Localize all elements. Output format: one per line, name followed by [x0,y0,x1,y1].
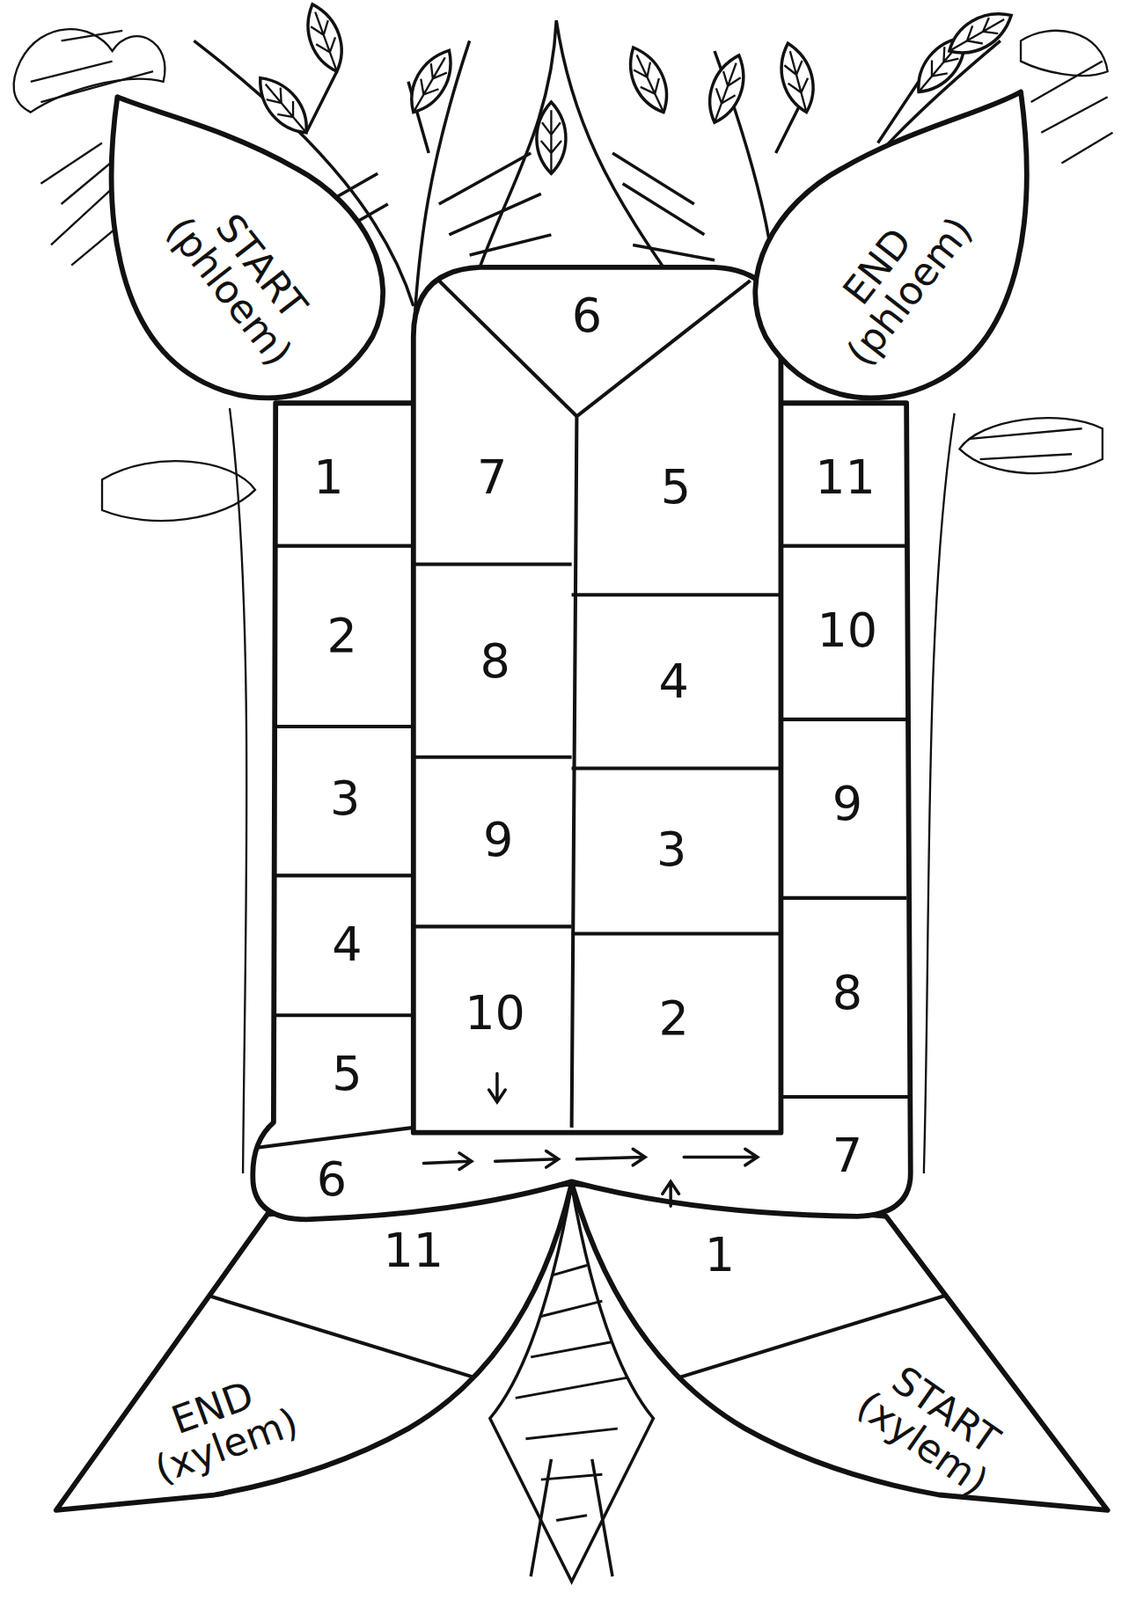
space-label: END (phloem) [806,184,979,374]
board-square: 6 [568,291,606,342]
square-number: 6 [313,1155,351,1206]
direction-arrows [423,1073,757,1207]
board-square: 1 [701,1231,739,1282]
square-number: 1 [701,1231,739,1282]
leaf-drawing [298,0,351,77]
leaf-space: END (xylem) [131,1363,307,1493]
board-square: 7 [828,1131,866,1182]
square-number: 10 [461,989,529,1040]
square-number: 3 [652,825,690,876]
square-number: 5 [657,462,695,514]
board-square: 5 [328,1049,366,1100]
square-number: 10 [813,606,881,657]
square-number: 8 [828,968,866,1020]
square-number: 3 [326,774,364,825]
board-square: 1 [310,453,348,504]
board-square: 2 [323,611,361,662]
square-number: 4 [328,920,366,971]
leaf-space: START (phloem) [156,182,333,376]
square-number: 5 [328,1049,366,1100]
board-square: 8 [828,968,866,1020]
square-number: 9 [828,779,866,830]
square-number: 2 [655,994,693,1045]
board-square: 4 [655,657,693,708]
square-number: 7 [473,453,511,504]
leaf-drawing [249,68,318,142]
board-square: 2 [655,994,693,1045]
board-square: 10 [461,989,529,1040]
leaf-drawing [400,43,462,120]
board-square: 6 [313,1155,351,1206]
square-number: 4 [655,657,693,708]
board-square: 11 [811,453,880,504]
leaf-drawing [773,39,821,117]
space-label: START (phloem) [159,184,331,374]
board-square: 11 [379,1226,448,1277]
board-square: 3 [652,825,690,876]
square-number: 2 [323,611,361,662]
leaf-drawing [620,41,677,119]
square-number: 11 [379,1226,448,1277]
leaf-space: START (xylem) [846,1349,1021,1506]
board-square: 4 [328,920,366,971]
square-number: 1 [310,453,348,504]
phloem-end-leaf [755,91,1027,398]
square-dividers [209,280,945,1379]
square-number: 7 [828,1131,866,1182]
space-label: START (xylem) [850,1351,1019,1503]
leaf-drawing [536,102,566,174]
board-square: 10 [813,606,881,657]
board-square: 3 [326,774,364,825]
board-square: 7 [473,453,511,504]
leaf-space: END (phloem) [805,182,982,376]
xylem-start-leg [571,1184,1108,1511]
square-number: 11 [811,453,880,504]
board-square: 5 [657,462,695,514]
board-outline [56,91,1108,1511]
leaf-drawing [942,2,1020,64]
board-square: 8 [476,637,514,688]
square-number: 8 [476,637,514,688]
leaf-drawing [700,50,753,128]
square-number: 9 [479,815,517,866]
board-square: 9 [828,779,866,830]
board-square: 9 [479,815,517,866]
xylem-end-leg [56,1184,572,1511]
inner-track [413,267,782,1134]
phloem-start-leaf [111,96,383,398]
square-number: 6 [568,291,606,342]
space-label: END (xylem) [135,1363,303,1491]
